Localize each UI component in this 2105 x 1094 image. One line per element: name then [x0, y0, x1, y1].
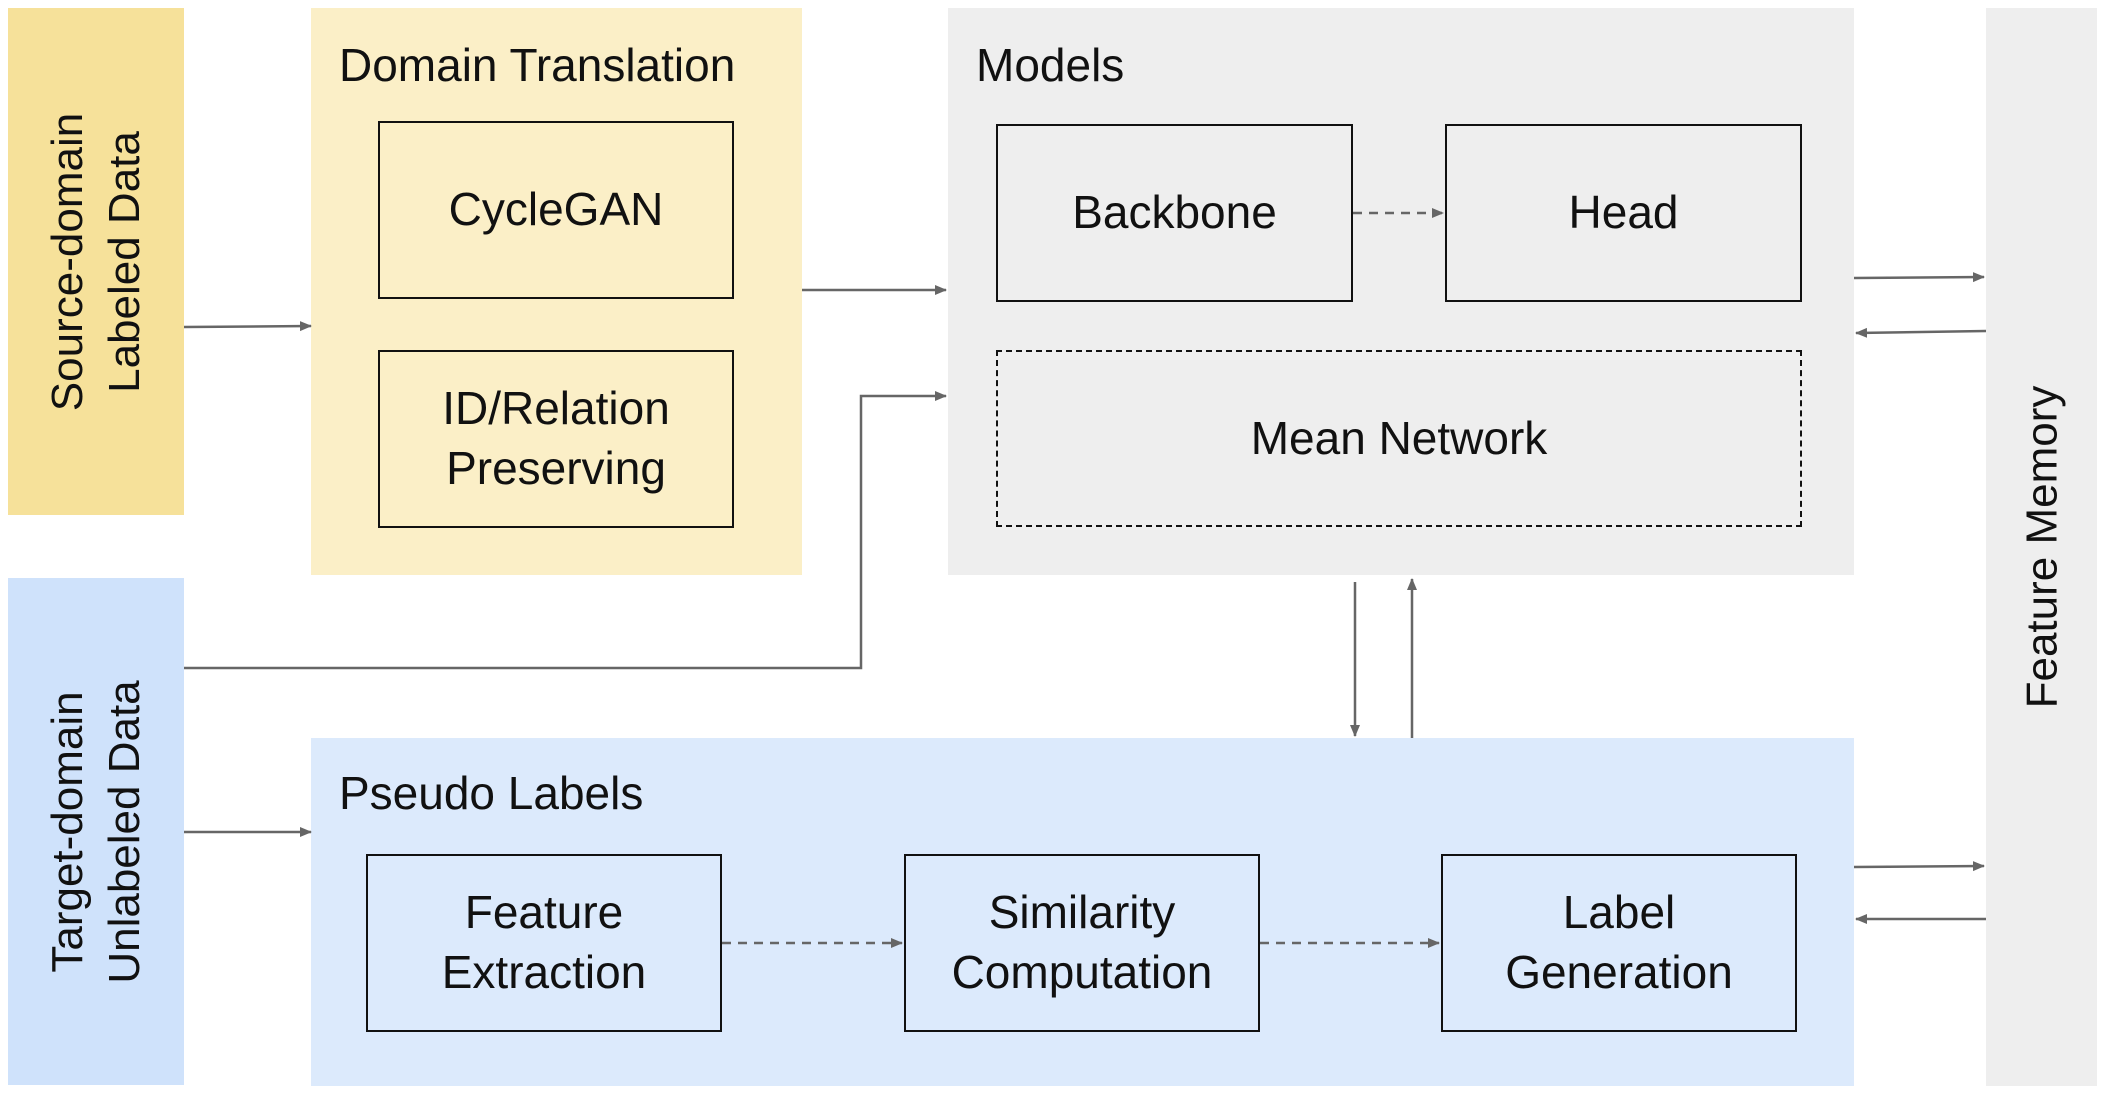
- label-generation-line1: Label: [1562, 886, 1676, 939]
- similarity-computation-box: Similarity Computation: [904, 854, 1260, 1032]
- cyclegan-label: CycleGAN: [448, 183, 664, 236]
- pseudo-labels-panel: Pseudo Labels Feature Extraction Similar…: [311, 738, 1854, 1086]
- source-domain-panel: Source-domain Labeled Data: [8, 8, 184, 515]
- mean-network-label: Mean Network: [1250, 411, 1548, 464]
- label-generation-label: Label Generation: [1505, 883, 1733, 1003]
- backbone-label: Backbone: [1072, 186, 1277, 239]
- cyclegan-box: CycleGAN: [378, 121, 734, 299]
- pseudo-labels-title: Pseudo Labels: [339, 767, 644, 819]
- feature-memory-panel: Feature Memory: [1986, 8, 2097, 1086]
- feature-extraction-line1: Feature: [464, 886, 624, 939]
- head-box: Head: [1445, 124, 1802, 302]
- id-relation-box: ID/Relation Preserving: [378, 350, 734, 528]
- arrow-source-to-translation: [183, 321, 312, 332]
- id-relation-label: ID/Relation Preserving: [442, 379, 670, 499]
- mean-network-box: Mean Network: [996, 350, 1802, 527]
- models-title: Models: [976, 39, 1125, 91]
- id-relation-line2: Preserving: [446, 442, 666, 494]
- models-panel: Models Backbone Head Mean Network: [948, 8, 1854, 575]
- domain-translation-panel: Domain Translation CycleGAN ID/Relation …: [311, 8, 802, 575]
- arrow-pseudo-to-memory: [1853, 861, 1985, 872]
- id-relation-line1: ID/Relation: [442, 382, 670, 435]
- feature-extraction-label: Feature Extraction: [442, 883, 647, 1003]
- feature-extraction-box: Feature Extraction: [366, 854, 722, 1032]
- similarity-line1: Similarity: [988, 886, 1176, 939]
- arrow-memory-to-models: [1855, 327, 1987, 338]
- arrow-models-to-memory: [1853, 272, 1985, 283]
- arrow-target-to-models: [184, 391, 947, 670]
- similarity-line2: Computation: [951, 946, 1213, 998]
- domain-translation-title: Domain Translation: [339, 39, 736, 91]
- label-generation-box: Label Generation: [1441, 854, 1797, 1032]
- label-generation-line2: Generation: [1505, 946, 1733, 998]
- target-domain-panel: Target-domain Unlabeled Data: [8, 578, 184, 1085]
- feature-extraction-line2: Extraction: [441, 946, 647, 998]
- backbone-box: Backbone: [996, 124, 1353, 302]
- head-label: Head: [1568, 186, 1679, 239]
- similarity-computation-label: Similarity Computation: [952, 883, 1213, 1003]
